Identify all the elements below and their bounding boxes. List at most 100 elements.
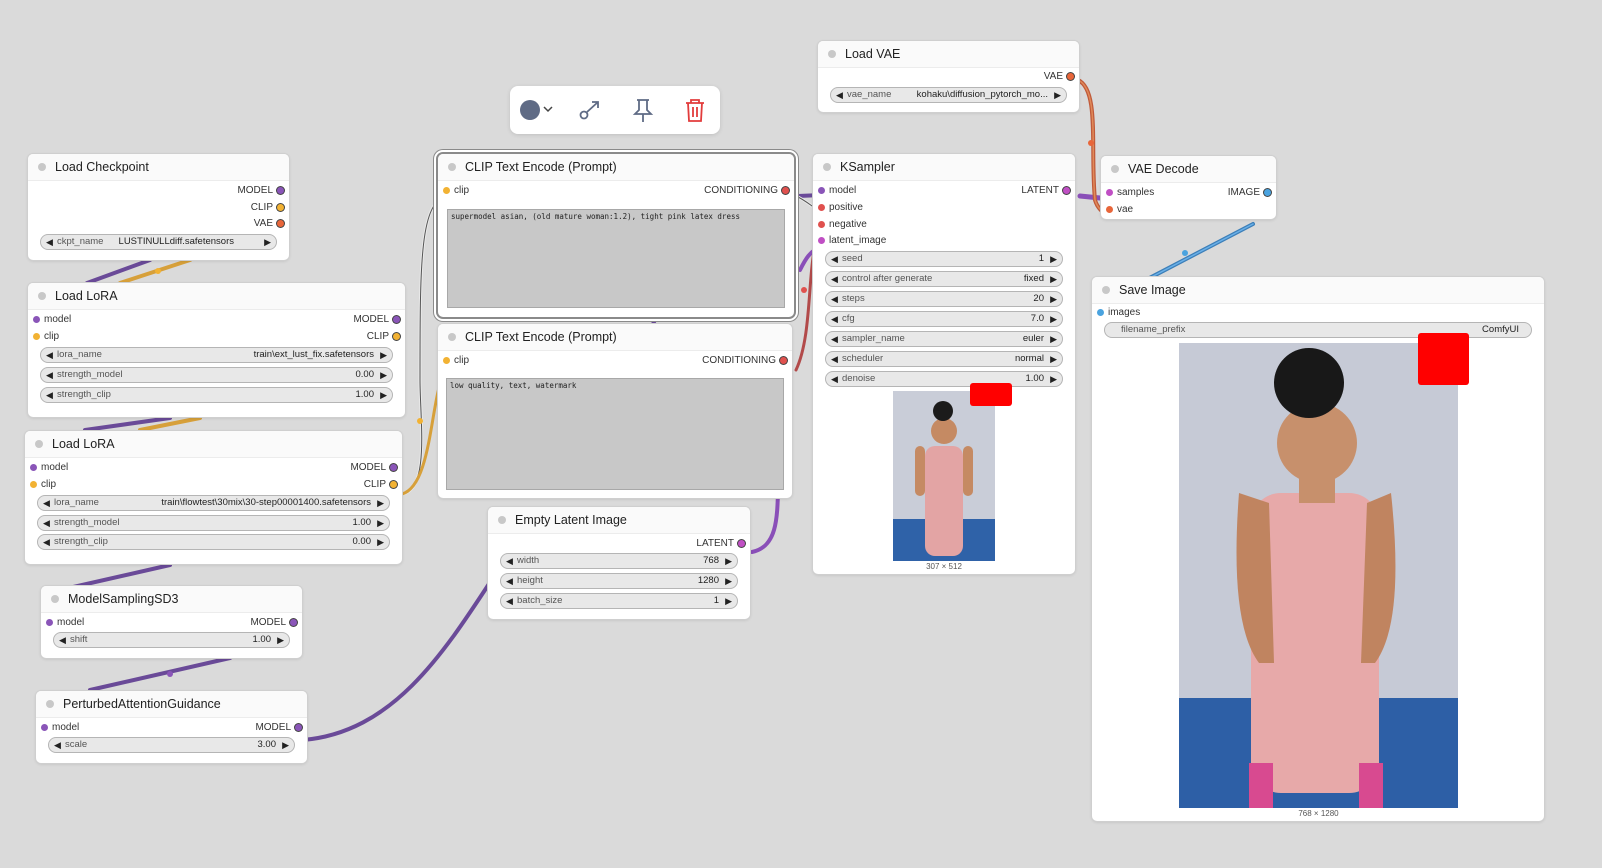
collapse-dot-icon[interactable] <box>1111 165 1119 173</box>
node-title[interactable]: CLIP Text Encode (Prompt) <box>438 154 794 181</box>
collapse-dot-icon[interactable] <box>828 50 836 58</box>
input-clip[interactable]: clip <box>443 354 469 368</box>
collapse-dot-icon[interactable] <box>823 163 831 171</box>
output-model[interactable]: MODEL <box>350 461 397 475</box>
output-image[interactable]: IMAGE <box>1228 186 1271 200</box>
output-clip[interactable]: CLIP <box>367 330 400 344</box>
input-model[interactable]: model <box>33 313 71 327</box>
input-negative[interactable]: negative <box>818 218 867 232</box>
output-model[interactable]: MODEL <box>250 616 297 630</box>
output-vae[interactable]: VAE <box>1044 70 1074 84</box>
collapse-dot-icon[interactable] <box>38 163 46 171</box>
node-load-checkpoint[interactable]: Load Checkpoint MODEL CLIP VAE ◀ckpt_nam… <box>28 154 289 260</box>
node-title[interactable]: PerturbedAttentionGuidance <box>36 691 307 718</box>
output-latent[interactable]: LATENT <box>1021 184 1070 198</box>
input-clip[interactable]: clip <box>443 184 469 198</box>
bypass-button[interactable] <box>574 96 604 124</box>
output-conditioning[interactable]: CONDITIONING <box>702 354 787 368</box>
node-title[interactable]: Save Image <box>1092 277 1544 304</box>
input-positive[interactable]: positive <box>818 201 863 215</box>
prompt-textarea[interactable]: supermodel asian, (old mature woman:1.2)… <box>447 209 785 308</box>
node-title[interactable]: CLIP Text Encode (Prompt) <box>438 324 792 351</box>
output-latent[interactable]: LATENT <box>696 537 745 551</box>
collapse-dot-icon[interactable] <box>51 595 59 603</box>
input-vae[interactable]: vae <box>1106 203 1133 217</box>
node-perturbed-attention-guidance[interactable]: PerturbedAttentionGuidance model MODEL ◀… <box>36 691 307 763</box>
collapse-dot-icon[interactable] <box>1102 286 1110 294</box>
output-clip[interactable]: CLIP <box>364 478 397 492</box>
color-circle-icon <box>520 100 553 120</box>
node-load-lora-1[interactable]: Load LoRA model clip MODEL CLIP ◀lora_na… <box>28 283 405 417</box>
node-title[interactable]: Load LoRA <box>28 283 405 310</box>
delete-button[interactable] <box>680 96 710 124</box>
node-title[interactable]: ModelSamplingSD3 <box>41 586 302 613</box>
input-clip[interactable]: clip <box>33 330 59 344</box>
collapse-dot-icon[interactable] <box>448 163 456 171</box>
node-load-lora-2[interactable]: Load LoRA model clip MODEL CLIP ◀lora_na… <box>25 431 402 564</box>
node-title[interactable]: KSampler <box>813 154 1075 181</box>
input-samples[interactable]: samples <box>1106 186 1154 200</box>
node-clip-text-encode-negative[interactable]: CLIP Text Encode (Prompt) clip CONDITION… <box>438 324 792 498</box>
trash-icon <box>686 99 704 122</box>
prompt-textarea[interactable]: low quality, text, watermark <box>446 378 784 490</box>
input-model[interactable]: model <box>30 461 68 475</box>
node-vae-decode[interactable]: VAE Decode samples vae IMAGE <box>1101 156 1276 219</box>
output-model[interactable]: MODEL <box>237 184 284 198</box>
color-picker-button[interactable] <box>518 96 553 124</box>
collapse-dot-icon[interactable] <box>35 440 43 448</box>
collapse-dot-icon[interactable] <box>46 700 54 708</box>
node-clip-text-encode-positive[interactable]: CLIP Text Encode (Prompt) clip CONDITION… <box>438 154 794 317</box>
node-title[interactable]: Load VAE <box>818 41 1079 68</box>
pin-button[interactable] <box>628 96 658 124</box>
input-images[interactable]: images <box>1097 306 1140 320</box>
saved-image-preview[interactable] <box>1179 343 1458 808</box>
node-title[interactable]: Load Checkpoint <box>28 154 289 181</box>
output-conditioning[interactable]: CONDITIONING <box>704 184 789 198</box>
output-clip[interactable]: CLIP <box>251 201 284 215</box>
chevron-down-icon <box>543 106 553 113</box>
pipette-arrow-icon <box>579 101 599 120</box>
node-title[interactable]: Load LoRA <box>25 431 402 458</box>
node-title[interactable]: Empty Latent Image <box>488 507 750 534</box>
preview-caption: 768 × 1280 <box>1298 809 1339 818</box>
preview-image[interactable] <box>893 391 995 561</box>
input-clip[interactable]: clip <box>30 478 56 492</box>
input-model[interactable]: model <box>41 721 79 735</box>
output-model[interactable]: MODEL <box>353 313 400 327</box>
output-model[interactable]: MODEL <box>255 721 302 735</box>
input-model[interactable]: model <box>818 184 856 198</box>
collapse-dot-icon[interactable] <box>448 333 456 341</box>
collapse-dot-icon[interactable] <box>38 292 46 300</box>
collapse-dot-icon[interactable] <box>498 516 506 524</box>
input-model[interactable]: model <box>46 616 84 630</box>
node-ksampler[interactable]: KSampler model positive negative latent_… <box>813 154 1075 574</box>
input-latent-image[interactable]: latent_image <box>818 234 886 248</box>
node-title[interactable]: VAE Decode <box>1101 156 1276 183</box>
output-vae[interactable]: VAE <box>254 217 284 231</box>
